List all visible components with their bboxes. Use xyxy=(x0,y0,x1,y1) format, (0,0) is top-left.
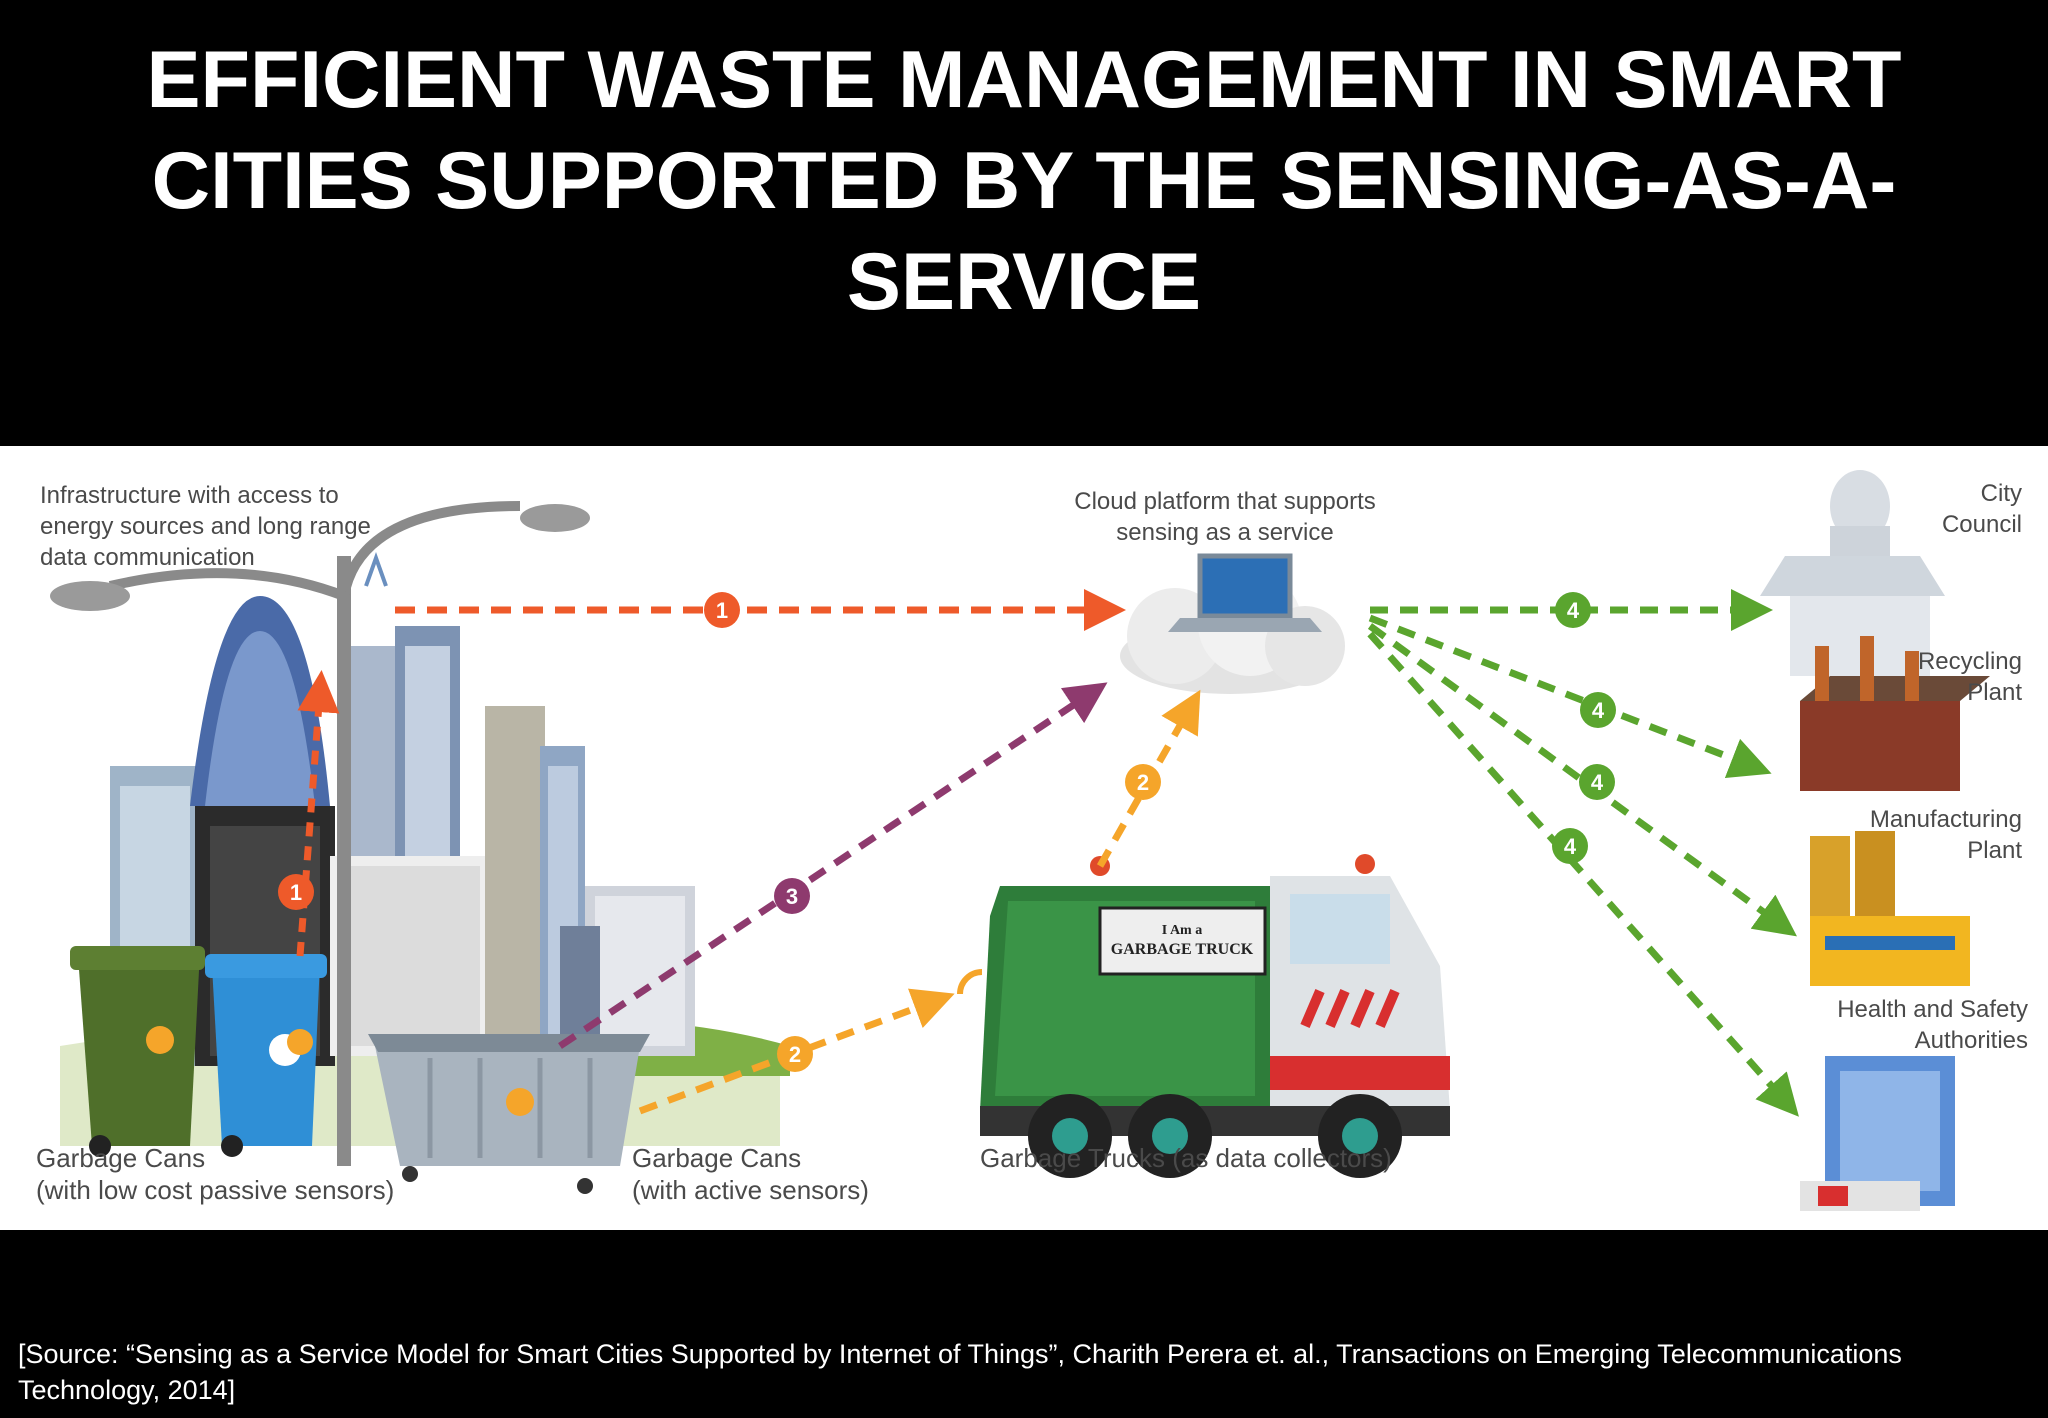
garbage-truck-illustration xyxy=(957,854,1450,1178)
manufacturing-plant-label-line1: Manufacturing xyxy=(1869,806,2022,833)
active-garbage-dumpster-illustration xyxy=(368,1034,650,1194)
cloud-platform-illustration xyxy=(1120,553,1345,694)
cloud-platform-label: Cloud platform that supports sensing as … xyxy=(1020,486,1430,548)
health-authorities-label: Health and Safety Authorities xyxy=(1837,994,2028,1056)
passive-cans-label-line1: Garbage Cans xyxy=(36,1143,206,1173)
city-buildings-illustration xyxy=(110,596,695,1066)
svg-text:4: 4 xyxy=(1567,598,1580,623)
slide-title: EFFICIENT WASTE MANAGEMENT IN SMART CITI… xyxy=(0,30,2048,333)
arrow-step3 xyxy=(558,682,1108,1049)
active-cans-label-line2: (with active sensors) xyxy=(632,1175,869,1205)
manufacturing-plant-label-line2: Plant xyxy=(1967,837,2022,864)
diagram-canvas: 1 1 2 2 3 4 4 4 4 I Am a GARBAGE TRUCK xyxy=(50,470,1990,1211)
active-cans-label-line1: Garbage Cans xyxy=(632,1143,802,1173)
recycling-plant-illustration xyxy=(1800,636,1990,791)
truck-sign-line2: GARBAGE TRUCK xyxy=(1111,941,1254,958)
truck-sign-line1: I Am a xyxy=(1162,923,1202,938)
step-badge-4-recycling: 4 xyxy=(1580,692,1616,728)
step-badge-2-bottom: 2 xyxy=(777,1036,813,1072)
step-badge-4-manufacturing: 4 xyxy=(1579,764,1615,800)
svg-text:1: 1 xyxy=(716,598,728,623)
recycling-plant-label-line2: Plant xyxy=(1967,679,2022,706)
title-line-3: SERVICE xyxy=(846,237,1202,327)
cloud-platform-label-line2: sensing as a service xyxy=(1116,519,1334,546)
svg-text:4: 4 xyxy=(1564,834,1577,859)
infrastructure-label-line3: data communication xyxy=(40,544,255,571)
step-badge-2-truck: 2 xyxy=(1125,764,1161,800)
health-authorities-label-line1: Health and Safety xyxy=(1837,996,2028,1023)
arrow-step4-health xyxy=(1367,631,1799,1117)
svg-text:4: 4 xyxy=(1592,698,1605,723)
step-badge-4-health: 4 xyxy=(1552,828,1588,864)
manufacturing-plant-label: Manufacturing Plant xyxy=(1870,804,2022,866)
step-badge-3: 3 xyxy=(774,878,810,914)
arrow-step1-vertical xyxy=(296,670,340,957)
city-council-label: City Council xyxy=(1942,478,2022,540)
arrow-step4-manufacturing xyxy=(1367,623,1797,937)
active-cans-label: Garbage Cans (with active sensors) xyxy=(632,1142,869,1206)
manufacturing-plant-illustration xyxy=(1810,831,1970,986)
step-badge-1-lamp: 1 xyxy=(278,874,314,910)
garbage-trucks-label: Garbage Trucks (as data collectors) xyxy=(980,1143,1392,1173)
health-authorities-building-illustration xyxy=(1800,1056,1955,1211)
svg-text:2: 2 xyxy=(789,1042,801,1067)
passive-garbage-cans-illustration xyxy=(70,946,327,1157)
infrastructure-label-line1: Infrastructure with access to xyxy=(40,482,339,509)
svg-text:2: 2 xyxy=(1137,770,1149,795)
city-council-label-line2: Council xyxy=(1941,511,2022,538)
title-line-2: CITIES SUPPORTED BY THE SENSING-AS-A- xyxy=(151,136,1897,226)
svg-text:1: 1 xyxy=(290,880,302,905)
svg-text:4: 4 xyxy=(1591,770,1604,795)
street-lamp-illustration xyxy=(50,501,590,1166)
recycling-plant-label-line1: Recycling xyxy=(1917,648,2022,675)
step-badge-1-top: 1 xyxy=(704,592,740,628)
passive-cans-label-line2: (with low cost passive sensors) xyxy=(36,1175,395,1205)
recycling-plant-label: Recycling Plant xyxy=(1918,646,2022,708)
arrow-step4-recycling xyxy=(1368,614,1772,778)
step-badge-4-city: 4 xyxy=(1555,592,1591,628)
city-council-label-line1: City xyxy=(1980,480,2022,507)
infrastructure-label: Infrastructure with access to energy sou… xyxy=(40,480,371,573)
source-citation: [Source: “Sensing as a Service Model for… xyxy=(18,1339,1902,1405)
svg-text:3: 3 xyxy=(786,884,798,909)
title-line-1: EFFICIENT WASTE MANAGEMENT IN SMART xyxy=(146,35,1902,125)
cloud-platform-label-line1: Cloud platform that supports xyxy=(1074,488,1376,515)
infrastructure-label-line2: energy sources and long range xyxy=(40,513,371,540)
health-authorities-label-line2: Authorities xyxy=(1914,1027,2028,1054)
waste-management-diagram: 1 1 2 2 3 4 4 4 4 I Am a GARBAGE TRUCK I… xyxy=(0,446,2048,1230)
passive-cans-label: Garbage Cans (with low cost passive sens… xyxy=(36,1142,394,1206)
